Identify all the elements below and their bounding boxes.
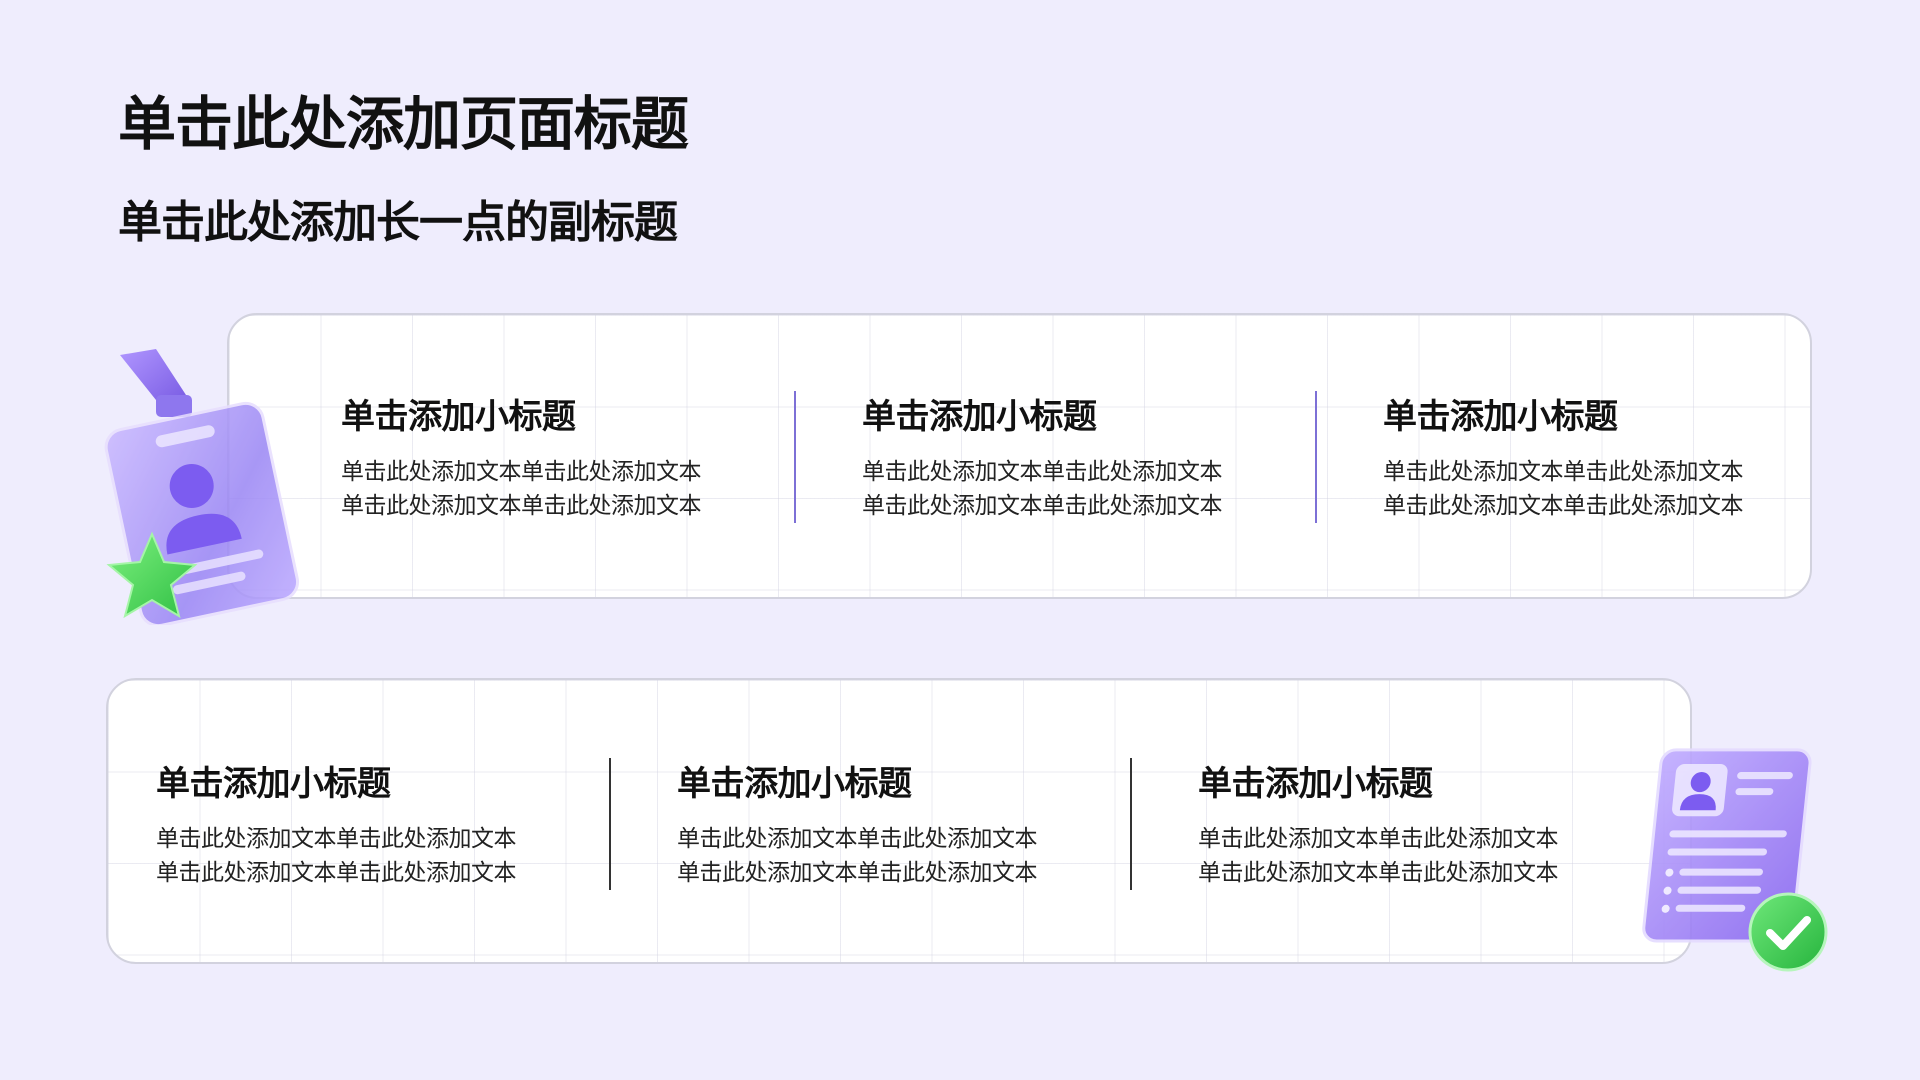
item-text-line: 单击此处添加文本单击此处添加文本	[341, 459, 702, 485]
item-text-line: 单击此处添加文本单击此处添加文本	[677, 826, 1038, 852]
item-text-line: 单击此处添加文本单击此处添加文本	[1198, 860, 1559, 886]
divider	[1315, 391, 1317, 523]
item-text-line: 单击此处添加文本单击此处添加文本	[1383, 493, 1744, 519]
profile-document-icon	[1622, 736, 1842, 980]
bottom-item-3[interactable]: 单击添加小标题 单击此处添加文本单击此处添加文本 单击此处添加文本单击此处添加文…	[1198, 762, 1598, 890]
item-text-line: 单击此处添加文本单击此处添加文本	[677, 860, 1038, 886]
item-text-line: 单击此处添加文本单击此处添加文本	[156, 860, 517, 886]
item-text: 单击此处添加文本单击此处添加文本 单击此处添加文本单击此处添加文本	[156, 822, 556, 890]
bottom-item-1[interactable]: 单击添加小标题 单击此处添加文本单击此处添加文本 单击此处添加文本单击此处添加文…	[156, 762, 556, 890]
item-title: 单击添加小标题	[862, 397, 1097, 437]
item-text-line: 单击此处添加文本单击此处添加文本	[862, 493, 1223, 519]
divider	[1130, 758, 1132, 890]
item-text: 单击此处添加文本单击此处添加文本 单击此处添加文本单击此处添加文本	[862, 455, 1262, 523]
divider	[794, 391, 796, 523]
item-text-line: 单击此处添加文本单击此处添加文本	[1383, 459, 1744, 485]
item-title: 单击添加小标题	[156, 764, 391, 804]
divider	[609, 758, 611, 890]
bottom-item-2[interactable]: 单击添加小标题 单击此处添加文本单击此处添加文本 单击此处添加文本单击此处添加文…	[677, 762, 1077, 890]
item-title: 单击添加小标题	[1198, 764, 1433, 804]
item-text: 单击此处添加文本单击此处添加文本 单击此处添加文本单击此处添加文本	[1383, 455, 1783, 523]
item-text-line: 单击此处添加文本单击此处添加文本	[156, 826, 517, 852]
top-item-2[interactable]: 单击添加小标题 单击此处添加文本单击此处添加文本 单击此处添加文本单击此处添加文…	[862, 395, 1262, 523]
star-icon	[104, 530, 200, 624]
page-subtitle[interactable]: 单击此处添加长一点的副标题	[118, 197, 678, 248]
item-title: 单击添加小标题	[341, 397, 576, 437]
top-item-3[interactable]: 单击添加小标题 单击此处添加文本单击此处添加文本 单击此处添加文本单击此处添加文…	[1383, 395, 1783, 523]
item-text: 单击此处添加文本单击此处添加文本 单击此处添加文本单击此处添加文本	[1198, 822, 1598, 890]
item-text-line: 单击此处添加文本单击此处添加文本	[1198, 826, 1559, 852]
item-title: 单击添加小标题	[677, 764, 912, 804]
item-text-line: 单击此处添加文本单击此处添加文本	[862, 459, 1223, 485]
item-title: 单击添加小标题	[1383, 397, 1618, 437]
top-item-1[interactable]: 单击添加小标题 单击此处添加文本单击此处添加文本 单击此处添加文本单击此处添加文…	[341, 395, 741, 523]
item-text: 单击此处添加文本单击此处添加文本 单击此处添加文本单击此处添加文本	[341, 455, 741, 523]
item-text: 单击此处添加文本单击此处添加文本 单击此处添加文本单击此处添加文本	[677, 822, 1077, 890]
page-title[interactable]: 单击此处添加页面标题	[118, 90, 689, 158]
item-text-line: 单击此处添加文本单击此处添加文本	[341, 493, 702, 519]
bottom-card: 单击添加小标题 单击此处添加文本单击此处添加文本 单击此处添加文本单击此处添加文…	[106, 678, 1692, 964]
top-card: 单击添加小标题 单击此处添加文本单击此处添加文本 单击此处添加文本单击此处添加文…	[227, 313, 1812, 599]
checkmark-icon	[1746, 890, 1830, 978]
